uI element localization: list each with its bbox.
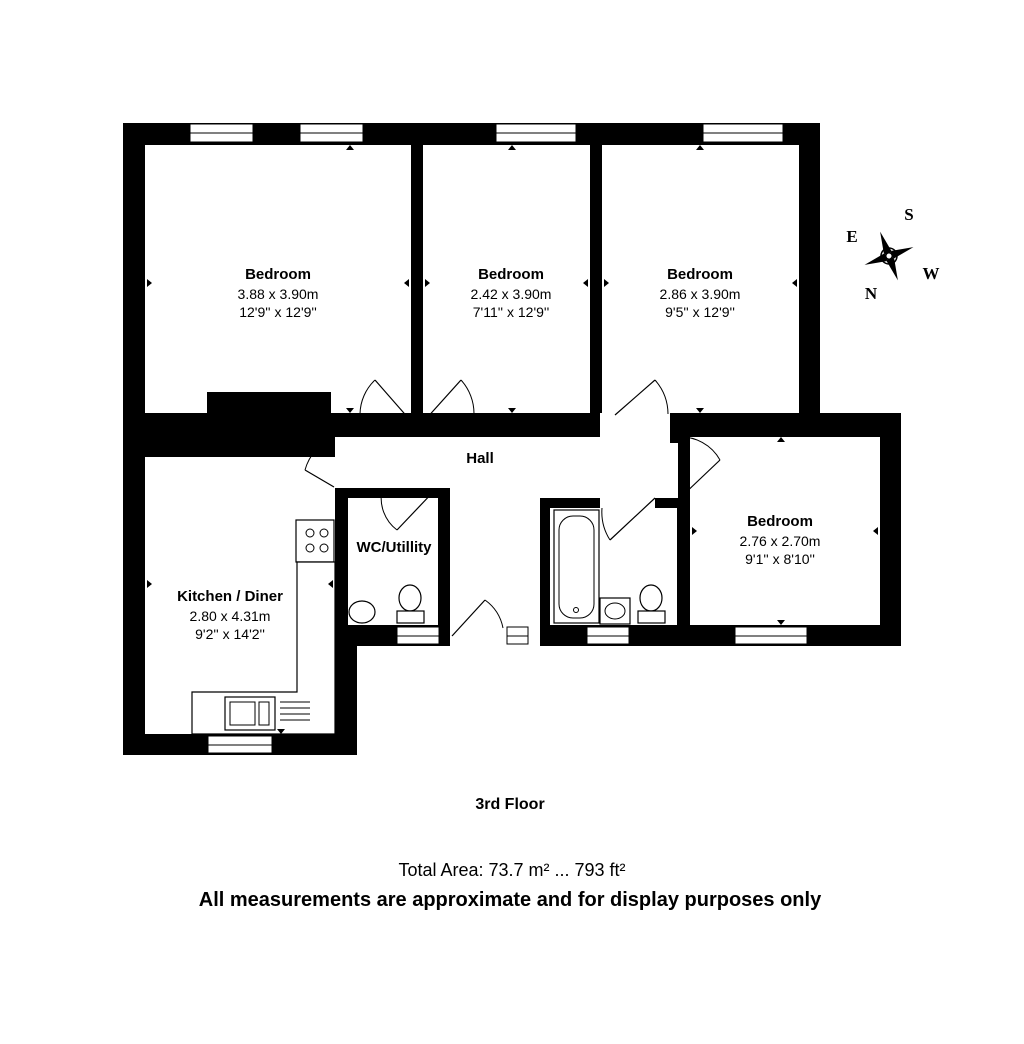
room-imperial: 7'11'' x 12'9'' (473, 304, 550, 320)
floor-label: 3rd Floor (475, 796, 544, 813)
room-label-hall: Hall (466, 450, 494, 467)
room-metric: 2.80 x 4.31m (190, 608, 271, 624)
room-imperial: 9'5'' x 12'9'' (665, 304, 735, 320)
fixtures (191, 509, 666, 735)
room-name: Bedroom (478, 266, 544, 283)
room-metric: 3.88 x 3.90m (238, 286, 319, 302)
room-label-kitchen-diner: Kitchen / Diner 2.80 x 4.31m 9'2'' x 14'… (177, 588, 283, 642)
windows (189, 123, 808, 754)
compass-rose-icon (864, 231, 914, 281)
total-area: Total Area: 73.7 m² ... 793 ft² (398, 860, 625, 880)
room-imperial: 12'9'' x 12'9'' (239, 304, 317, 320)
room-label-wc-utility: WC/Utillity (357, 539, 433, 556)
basin-icon (348, 600, 376, 624)
room-imperial: 9'1'' x 8'10'' (745, 551, 815, 567)
compass-w: W (923, 264, 940, 283)
room-name: Bedroom (747, 513, 813, 530)
room-name: Bedroom (667, 266, 733, 283)
disclaimer: All measurements are approximate and for… (199, 889, 822, 911)
room-label-bedroom-2: Bedroom 2.42 x 3.90m 7'11'' x 12'9'' (471, 266, 552, 320)
doors (304, 379, 721, 637)
compass-n: N (865, 284, 878, 303)
dimension-arrows (147, 145, 878, 734)
toilet-icon (398, 584, 422, 612)
room-imperial: 9'2'' x 14'2'' (195, 626, 265, 642)
room-metric: 2.42 x 3.90m (471, 286, 552, 302)
toilet-icon (639, 584, 663, 612)
worktop (191, 561, 336, 735)
room-metric: 2.76 x 2.70m (740, 533, 821, 549)
bath-icon (553, 509, 600, 624)
room-label-bedroom-4: Bedroom 2.76 x 2.70m 9'1'' x 8'10'' (740, 513, 821, 567)
room-label-bedroom-1: Bedroom 3.88 x 3.90m 12'9'' x 12'9'' (238, 266, 319, 320)
compass-e: E (846, 227, 857, 246)
walls (123, 123, 901, 755)
room-name: Bedroom (245, 266, 311, 283)
room-label-bedroom-3: Bedroom 2.86 x 3.90m 9'5'' x 12'9'' (660, 266, 741, 320)
compass-s: S (904, 205, 913, 224)
hob-icon (295, 519, 335, 563)
room-name: Kitchen / Diner (177, 588, 283, 605)
room-metric: 2.86 x 3.90m (660, 286, 741, 302)
compass: E S W N (846, 205, 939, 303)
